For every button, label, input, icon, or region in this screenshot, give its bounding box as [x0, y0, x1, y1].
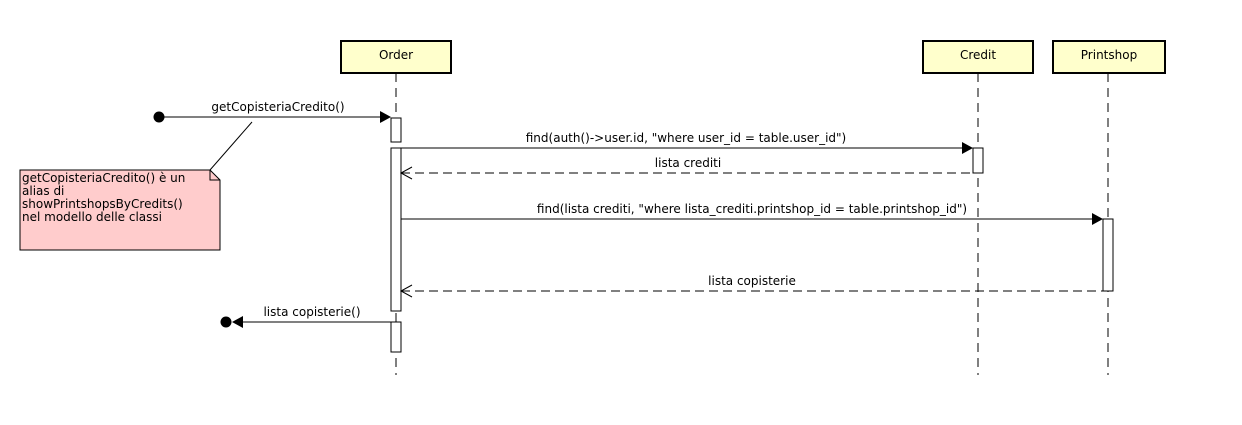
message-label: find(lista crediti, "where lista_crediti… [537, 202, 967, 216]
note-connector [209, 121, 253, 171]
message-get-copisteria-credito[interactable]: getCopisteriaCredito() [153, 100, 392, 123]
participant-order-label: Order [379, 48, 413, 62]
sync-arrowhead [962, 142, 973, 154]
participant-printshop-label: Printshop [1081, 48, 1137, 62]
note-line: nel modello delle classi [22, 210, 162, 224]
message-return-printshops[interactable]: lista copisterie [399, 274, 1103, 298]
note-line: getCopisteriaCredito() è un [22, 171, 186, 185]
note-line: alias di [22, 184, 65, 198]
sync-arrowhead [1092, 213, 1103, 225]
message-lista-copisterie-reply[interactable]: lista copisterie() [220, 305, 392, 328]
participant-credit-label: Credit [960, 48, 996, 62]
sync-arrowhead [380, 111, 391, 123]
note-text: getCopisteriaCredito() è un alias di sho… [22, 172, 218, 224]
return-arrowhead [399, 284, 413, 298]
message-label: lista crediti [655, 156, 721, 170]
message-find-printshops[interactable]: find(lista crediti, "where lista_crediti… [401, 202, 1103, 225]
sync-arrowhead [232, 316, 243, 328]
participant-credit[interactable]: Credit [922, 40, 1034, 74]
activation-order-2 [390, 147, 402, 312]
activation-credit [972, 147, 984, 174]
activation-printshop [1102, 218, 1114, 292]
activation-order-3 [390, 321, 402, 353]
message-label: getCopisteriaCredito() [211, 100, 344, 114]
activation-order-1 [390, 117, 402, 143]
message-label: lista copisterie() [263, 305, 360, 319]
message-label: find(auth()->user.id, "where user_id = t… [526, 131, 846, 145]
participant-printshop[interactable]: Printshop [1052, 40, 1166, 74]
note-box [19, 169, 221, 251]
note-folded-corner [209, 170, 220, 181]
message-return-credits[interactable]: lista crediti [399, 156, 973, 180]
return-arrowhead [399, 166, 413, 180]
participant-order[interactable]: Order [340, 40, 452, 74]
message-label: lista copisterie [708, 274, 796, 288]
lost-message-dot [220, 316, 232, 328]
note-line: showPrintshopsByCredits() [22, 197, 183, 211]
note[interactable] [19, 121, 253, 251]
message-find-credits[interactable]: find(auth()->user.id, "where user_id = t… [401, 131, 973, 154]
